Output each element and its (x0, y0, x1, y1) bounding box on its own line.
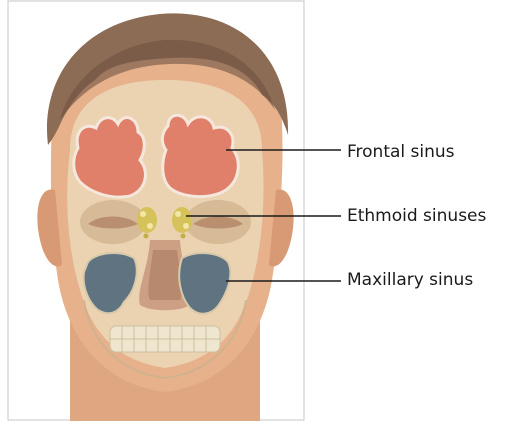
frontal-sinus-label: Frontal sinus (347, 142, 455, 162)
ethmoid-sinuses-label: Ethmoid sinuses (347, 206, 486, 226)
maxillary-sinus-label: Maxillary sinus (347, 270, 473, 290)
frontal-sinus-left (74, 118, 146, 197)
nasal-cavity (148, 250, 181, 300)
teeth (110, 326, 220, 352)
